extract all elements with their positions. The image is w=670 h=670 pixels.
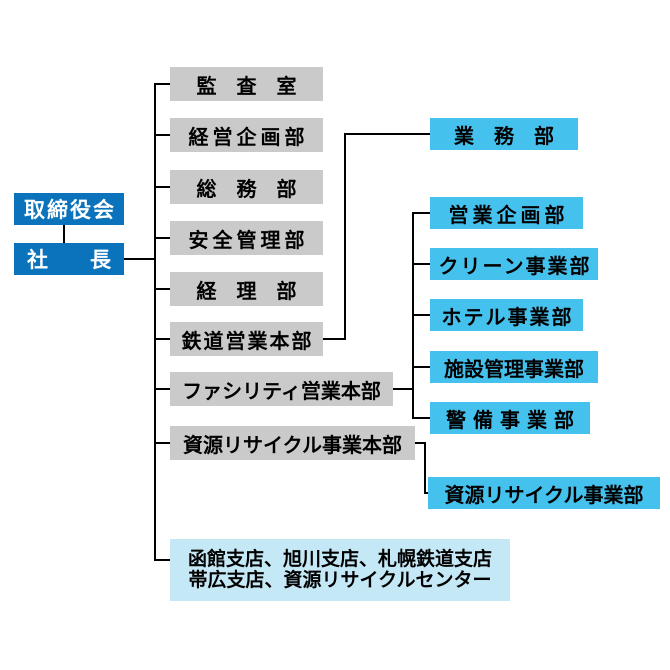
- facility-management-dept-box: 施設管理事業部: [430, 351, 598, 383]
- sales-planning-dept-box: 営業企画部: [430, 197, 583, 229]
- board-of-directors-box: 取締役会: [14, 193, 124, 225]
- facility-business-hq-box: ファシリティ営業本部: [170, 372, 393, 406]
- connector-stub-recycling-dept: [424, 492, 430, 494]
- resource-recycling-hq-box: 資源リサイクル事業本部: [170, 426, 415, 460]
- operations-dept-box: 業 務 部: [430, 118, 578, 150]
- connector-stub-railway-hq: [154, 338, 170, 340]
- branches-line2: 帯広支店、資源リサイクルセンター: [188, 570, 492, 591]
- railway-business-hq-box: 鉄道営業本部: [170, 322, 323, 356]
- connector-stub-security: [412, 417, 430, 419]
- connector-facility-hq-out: [393, 388, 414, 390]
- connector-railway-hq-out: [323, 338, 346, 340]
- hotel-business-dept-box: ホテル事業部: [430, 299, 583, 331]
- clean-business-dept-box: クリーン事業部: [430, 248, 598, 280]
- safety-management-dept-box: 安全管理部: [170, 221, 323, 255]
- president-box: 社 長: [14, 243, 124, 275]
- connector-board-president: [63, 225, 65, 245]
- connector-stub-audit: [154, 83, 170, 85]
- connector-recycling-rail-vertical: [424, 442, 426, 494]
- audit-office-box: 監 査 室: [170, 67, 323, 101]
- connector-railway-rail-vertical: [344, 133, 346, 340]
- connector-stub-facility-management: [412, 366, 430, 368]
- connector-stub-safety-management: [154, 237, 170, 239]
- resource-recycling-dept-box: 資源リサイクル事業部: [428, 477, 660, 509]
- security-business-dept-box: 警備事業部: [430, 402, 590, 434]
- connector-stub-recycling-hq: [154, 442, 170, 444]
- accounting-dept-box: 経 理 部: [170, 272, 323, 306]
- connector-stub-general-affairs: [154, 186, 170, 188]
- connector-stub-facility-hq: [154, 388, 170, 390]
- connector-trunk-vertical: [154, 83, 156, 561]
- corporate-planning-dept-box: 経営企画部: [170, 118, 323, 152]
- branches-line1: 函館支店、旭川支店、札幌鉄道支店: [187, 549, 492, 570]
- connector-stub-sales-planning: [412, 212, 430, 214]
- connector-stub-clean: [412, 263, 430, 265]
- connector-stub-hotel: [412, 314, 430, 316]
- connector-president-trunk: [124, 258, 156, 260]
- connector-stub-branches: [154, 559, 170, 561]
- connector-stub-accounting: [154, 288, 170, 290]
- connector-stub-operations: [344, 133, 430, 135]
- branches-box: 函館支店、旭川支店、札幌鉄道支店 帯広支店、資源リサイクルセンター: [170, 539, 510, 601]
- connector-recycling-hq-out: [415, 442, 426, 444]
- connector-stub-corporate-planning: [154, 134, 170, 136]
- general-affairs-dept-box: 総 務 部: [170, 170, 323, 204]
